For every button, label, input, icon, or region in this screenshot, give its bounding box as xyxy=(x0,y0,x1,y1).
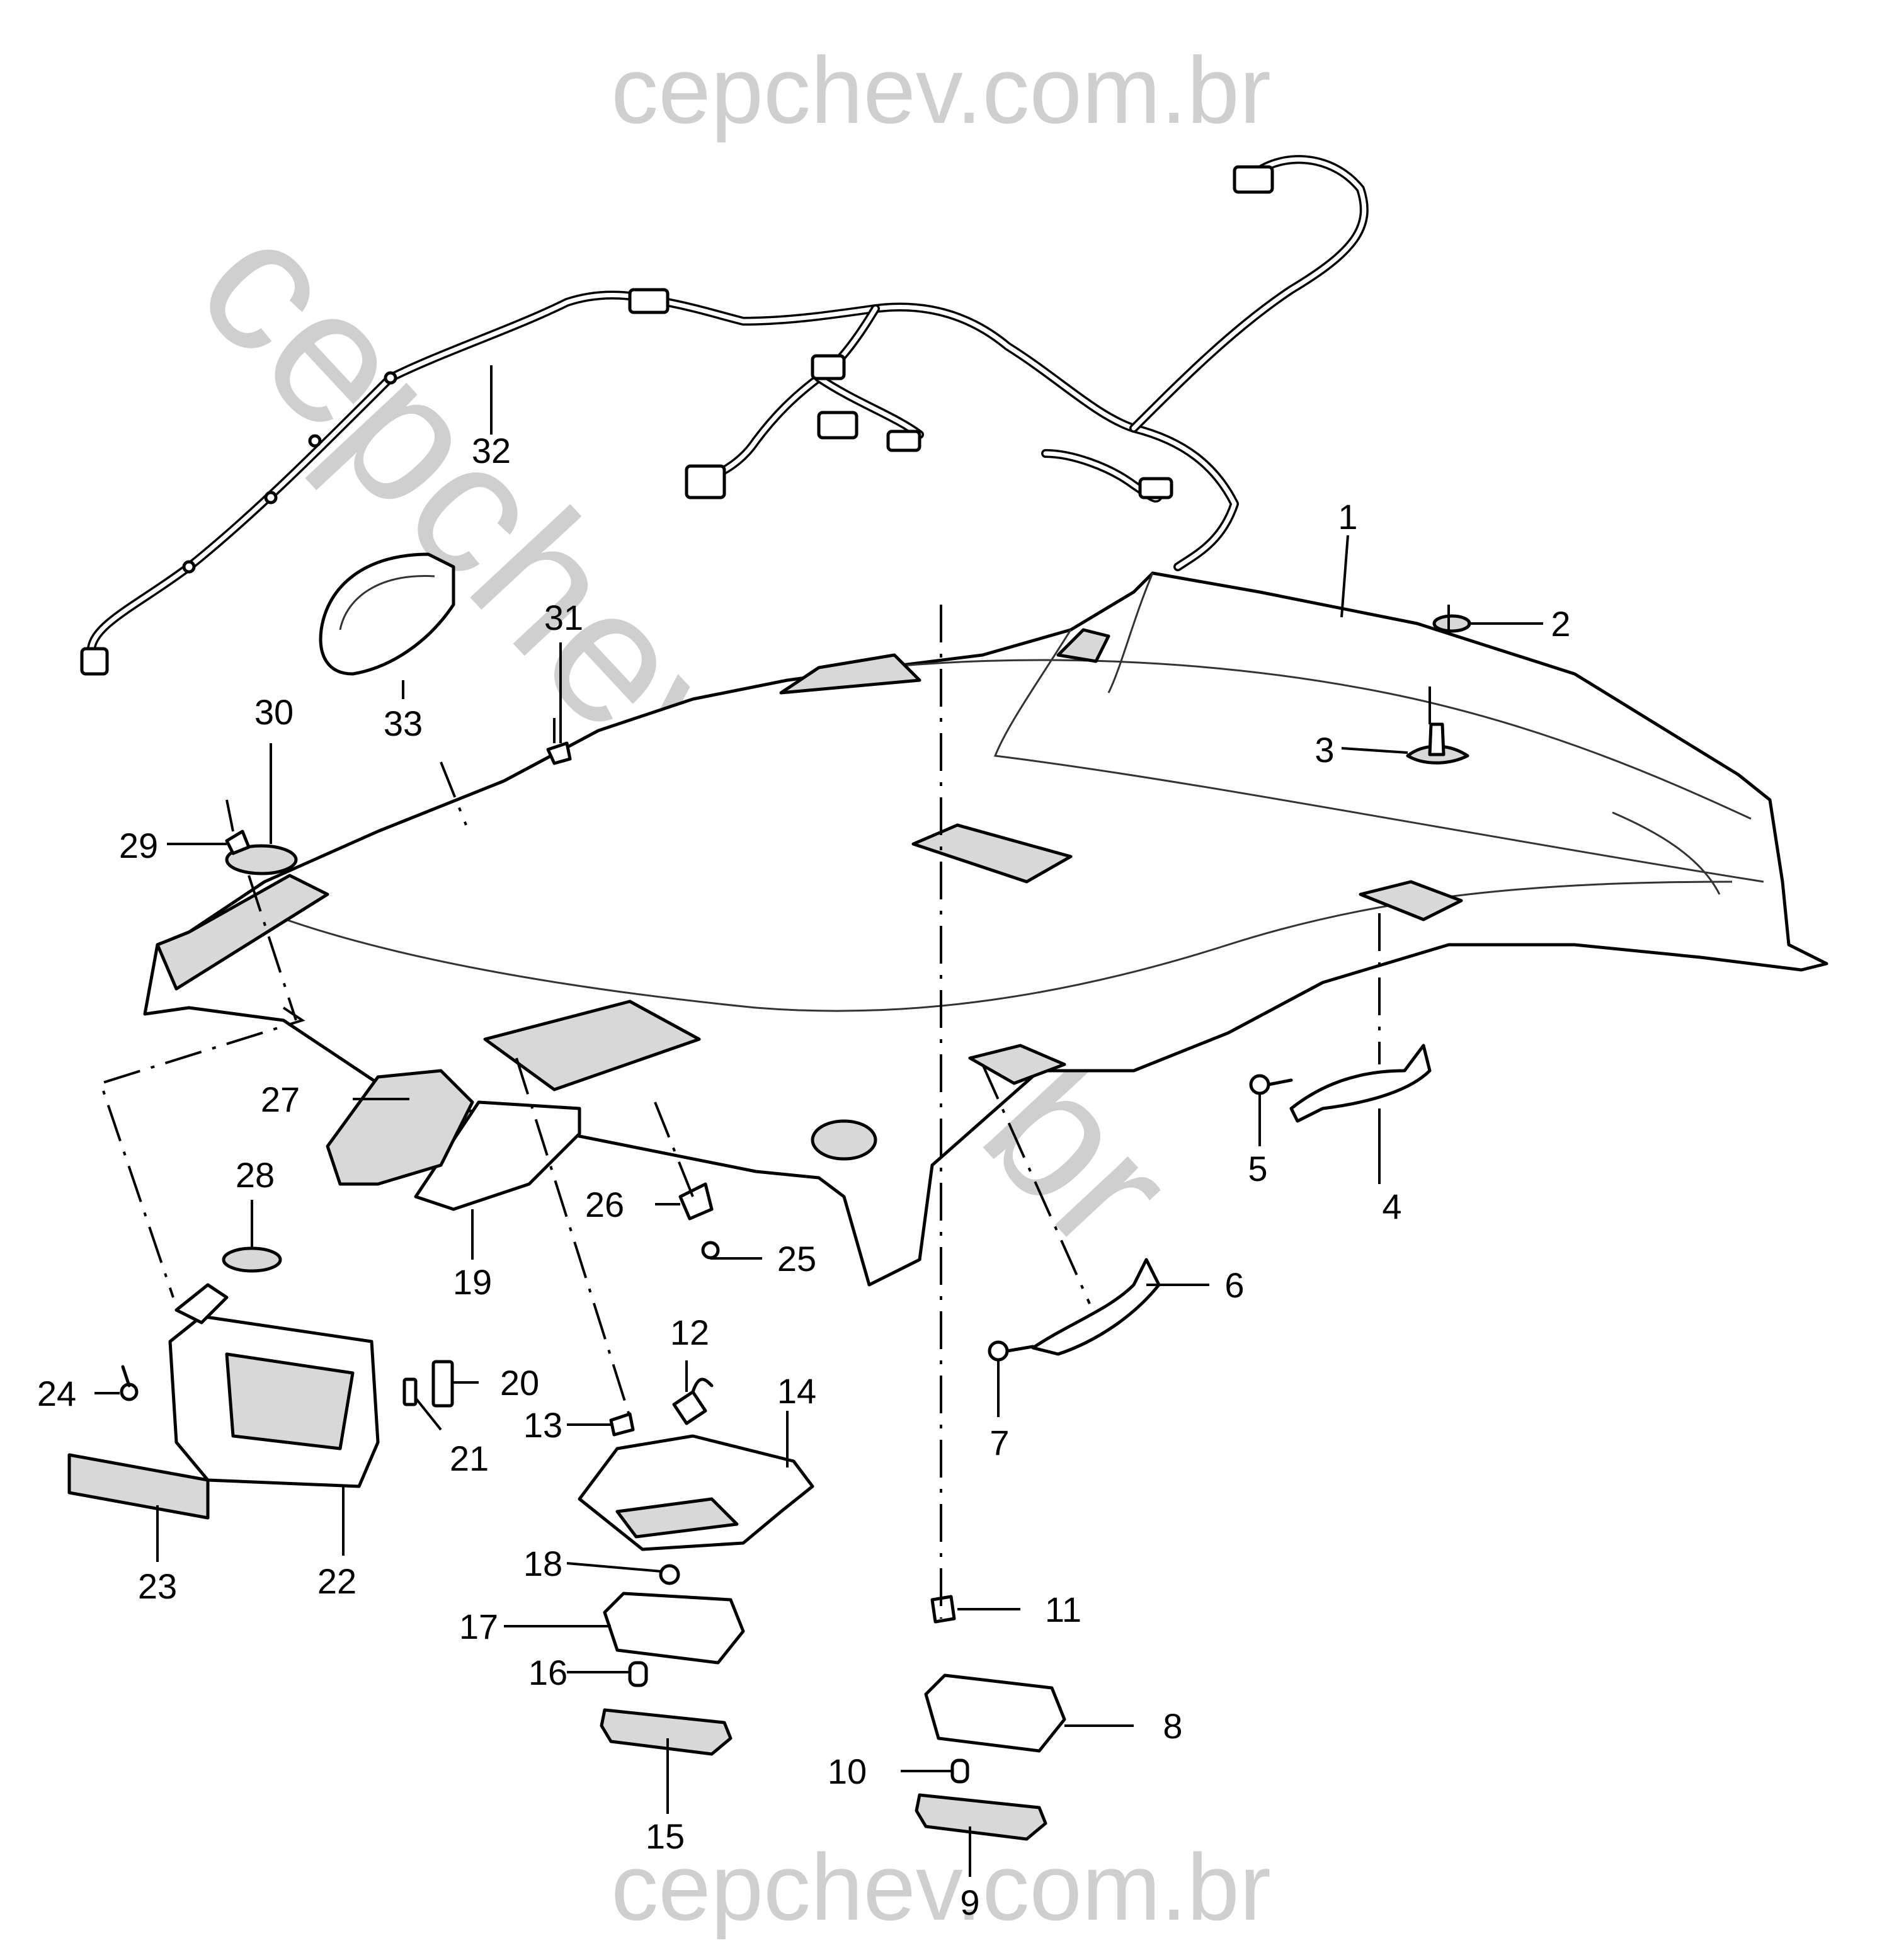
callout-labels: 1 2 3 4 5 6 7 8 9 10 11 12 13 14 15 16 1… xyxy=(37,431,1571,1922)
callout-18: 18 xyxy=(523,1544,562,1583)
leader-lines xyxy=(94,365,1543,1877)
bracket-26 xyxy=(678,1182,714,1221)
label-23 xyxy=(67,1453,210,1520)
callout-5: 5 xyxy=(1248,1149,1267,1188)
callout-15: 15 xyxy=(646,1816,685,1856)
callout-13: 13 xyxy=(523,1405,562,1445)
callout-2: 2 xyxy=(1551,604,1570,644)
clip-29 xyxy=(225,829,251,855)
alignment-line-d xyxy=(654,1102,694,1197)
callout-30: 30 xyxy=(254,692,294,732)
alignment-line-f xyxy=(248,875,297,1021)
callout-7: 7 xyxy=(989,1423,1009,1462)
lamp-housing-8 xyxy=(924,1673,1066,1753)
screw-7 xyxy=(988,1340,1035,1362)
callout-24: 24 xyxy=(37,1374,76,1413)
callout-32: 32 xyxy=(472,431,511,470)
callout-25: 25 xyxy=(777,1239,816,1279)
overhead-console-14 xyxy=(578,1434,814,1551)
callout-4: 4 xyxy=(1382,1187,1401,1226)
bulb-16 xyxy=(628,1661,648,1687)
callout-26: 26 xyxy=(585,1185,624,1224)
callout-29: 29 xyxy=(119,826,158,865)
callout-33: 33 xyxy=(384,704,423,743)
bulb-10 xyxy=(950,1758,969,1784)
washer-28 xyxy=(222,1246,282,1273)
callout-8: 8 xyxy=(1163,1706,1182,1746)
screw-24 xyxy=(120,1365,139,1401)
callout-17: 17 xyxy=(459,1607,498,1646)
callout-22: 22 xyxy=(317,1561,356,1601)
callout-10: 10 xyxy=(828,1752,867,1791)
callout-6: 6 xyxy=(1224,1265,1244,1305)
callout-14: 14 xyxy=(777,1371,816,1411)
screw-25 xyxy=(701,1241,720,1260)
alignment-line-c xyxy=(981,1064,1091,1304)
callout-20: 20 xyxy=(500,1363,539,1403)
connector-12 xyxy=(672,1377,714,1425)
bezel-33 xyxy=(319,552,455,676)
clip-13 xyxy=(609,1412,635,1437)
callout-23: 23 xyxy=(138,1566,177,1606)
clip-31 xyxy=(546,741,572,765)
plate-20 xyxy=(431,1360,454,1408)
callout-27: 27 xyxy=(261,1080,300,1119)
lamp-housing-17 xyxy=(603,1592,745,1665)
callout-16: 16 xyxy=(528,1653,567,1692)
clip-21 xyxy=(402,1377,418,1406)
callout-1: 1 xyxy=(1338,497,1357,537)
callout-11: 11 xyxy=(1045,1590,1081,1629)
clip-11 xyxy=(930,1595,956,1624)
screw-18 xyxy=(659,1564,680,1585)
lens-9 xyxy=(915,1793,1047,1841)
lens-15 xyxy=(600,1708,733,1756)
alignment-line-g xyxy=(440,761,467,826)
callout-21: 21 xyxy=(450,1439,489,1478)
callout-28: 28 xyxy=(236,1155,275,1195)
watermark-bottom: cepchev.com.br xyxy=(611,1834,1271,1940)
cover-30 xyxy=(225,844,298,875)
alignment-line-k xyxy=(225,799,234,832)
push-pin-3 xyxy=(1406,722,1469,765)
callout-31: 31 xyxy=(544,598,583,637)
callout-9: 9 xyxy=(960,1883,979,1922)
screw-5 xyxy=(1249,1074,1293,1095)
callout-3: 3 xyxy=(1315,730,1334,770)
callout-19: 19 xyxy=(453,1262,492,1302)
wiring-harness xyxy=(80,155,1369,676)
watermark-top: cepchev.com.br xyxy=(611,37,1271,143)
assist-handle-rear xyxy=(1289,1044,1432,1123)
callout-12: 12 xyxy=(670,1313,709,1352)
retainer-clip-2 xyxy=(1432,614,1471,633)
sun-visor-22 xyxy=(168,1283,380,1488)
